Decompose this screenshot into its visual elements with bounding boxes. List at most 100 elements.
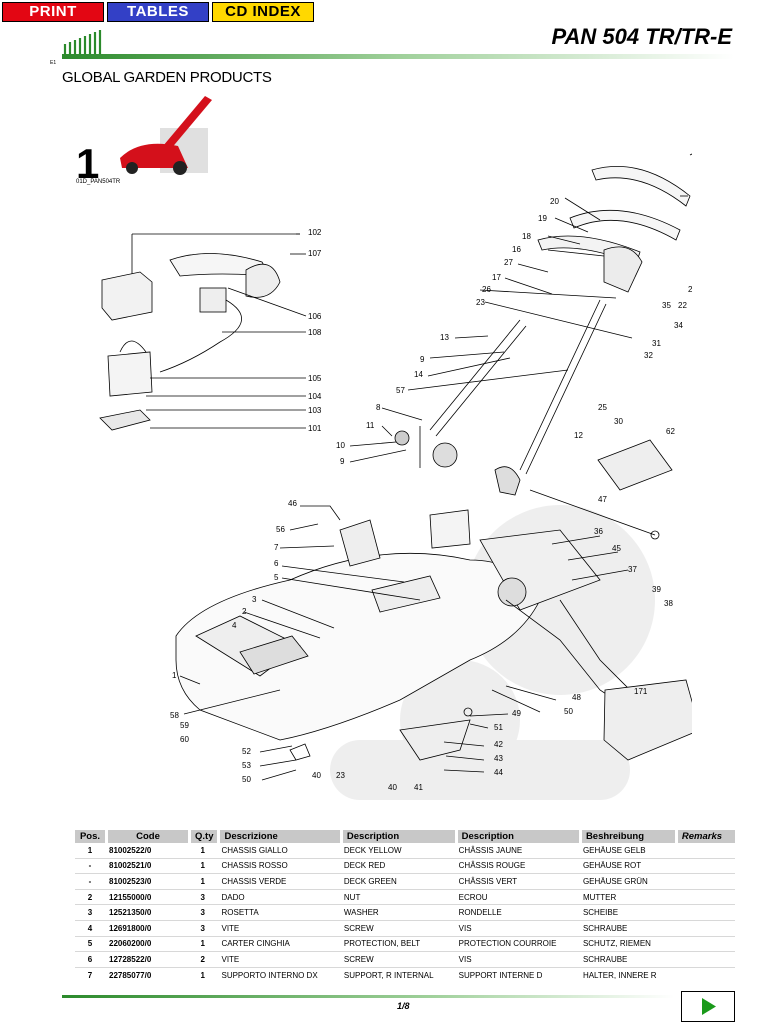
figure-code: 01D_PAN504TR — [76, 179, 121, 185]
svg-text:26: 26 — [482, 285, 491, 294]
mower-thumbnail-icon — [120, 96, 212, 175]
svg-text:50: 50 — [242, 775, 251, 784]
cell-description-fr: CHÂSSIS ROUGE — [454, 857, 579, 874]
svg-text:23: 23 — [476, 298, 485, 307]
figure-number: 1 — [76, 140, 100, 187]
tables-button[interactable]: TABLES — [107, 2, 209, 22]
cell-qty: 3 — [188, 888, 218, 905]
cell-descrizione: DADO — [217, 888, 340, 905]
cell-remarks — [674, 935, 735, 952]
cell-code: 12691800/0 — [105, 919, 188, 936]
svg-text:19: 19 — [538, 214, 547, 223]
cell-qty: 3 — [188, 904, 218, 920]
svg-text:49: 49 — [512, 709, 521, 718]
svg-text:12: 12 — [574, 431, 583, 440]
cell-qty: 1 — [188, 966, 218, 983]
cell-pos: 7 — [75, 966, 105, 983]
svg-text:103: 103 — [308, 406, 322, 415]
svg-text:41: 41 — [414, 783, 423, 792]
cell-pos: 3 — [75, 904, 105, 920]
svg-text:1: 1 — [172, 671, 177, 680]
svg-text:104: 104 — [308, 392, 322, 401]
cell-qty: 1 — [200, 845, 205, 855]
cell-remarks — [675, 843, 735, 858]
cell-description-en: SUPPORT, R INTERNAL — [339, 966, 455, 983]
svg-text:17: 17 — [492, 273, 501, 282]
svg-text:62: 62 — [666, 427, 675, 436]
svg-text:30: 30 — [614, 417, 623, 426]
svg-text:171: 171 — [634, 687, 648, 696]
cell-description-fr: CHÂSSIS VERT — [454, 873, 579, 889]
cell-code: 12521350/0 — [105, 904, 188, 920]
cell-description-fr: CHÂSSIS JAUNE — [458, 845, 523, 855]
table-row: 6 12728522/0 2 VITE SCREW VIS SCHRAUBE — [75, 951, 735, 967]
table-row: 7 22785077/0 1 SUPPORTO INTERNO DX SUPPO… — [75, 966, 735, 983]
cell-qty: 1 — [188, 857, 218, 874]
cell-descrizione: CHASSIS ROSSO — [217, 857, 340, 874]
svg-text:34: 34 — [674, 321, 683, 330]
cd-index-button[interactable]: CD INDEX — [212, 2, 314, 22]
cell-descrizione: VITE — [217, 919, 340, 936]
cell-qty: 1 — [188, 873, 218, 889]
svg-text:6: 6 — [274, 559, 279, 568]
print-button[interactable]: PRINT — [2, 2, 104, 22]
cell-descrizione: CHASSIS VERDE — [217, 873, 340, 889]
col-pos: Pos. — [75, 830, 105, 843]
svg-text:11: 11 — [366, 421, 375, 430]
cell-descrizione: VITE — [217, 951, 340, 967]
cell-remarks — [674, 966, 735, 983]
cell-beshreibung: SCHRAUBE — [578, 951, 675, 967]
svg-text:16: 16 — [512, 245, 521, 254]
cell-descrizione: SUPPORTO INTERNO DX — [217, 966, 340, 983]
svg-text:105: 105 — [308, 374, 322, 383]
cell-beshreibung: GEHÄUSE GELB — [582, 845, 646, 855]
table-header-row: Pos. Code Q.ty Descrizione Description D… — [75, 830, 735, 843]
cell-pos: 5 — [75, 935, 105, 952]
col-descrizione: Descrizione — [217, 830, 340, 843]
svg-text:58: 58 — [170, 711, 179, 720]
cell-code: 81002521/0 — [105, 857, 188, 874]
cell-beshreibung: MUTTER — [578, 888, 675, 905]
cell-pos: 2 — [75, 888, 105, 905]
cell-beshreibung: SCHRAUBE — [578, 919, 675, 936]
cell-beshreibung: SCHEIBE — [578, 904, 675, 920]
cell-remarks — [674, 919, 735, 936]
table-row: 1 81002522/0 1 CHASSIS GIALLO DECK YELLO… — [75, 843, 735, 858]
cell-description-fr: RONDELLE — [454, 904, 579, 920]
cell-description-en: SCREW — [339, 951, 455, 967]
svg-text:22: 22 — [678, 301, 687, 310]
svg-text:43: 43 — [494, 754, 503, 763]
col-beshreibung: Beshreibung — [578, 830, 675, 843]
svg-text:45: 45 — [612, 544, 621, 553]
cell-pos: 6 — [75, 951, 105, 967]
svg-text:35: 35 — [662, 301, 671, 310]
cell-pos: 1 — [87, 845, 93, 855]
next-page-button[interactable] — [681, 991, 735, 1022]
col-qty: Q.ty — [188, 830, 218, 843]
cell-description-fr: PROTECTION COURROIE — [454, 935, 579, 952]
cell-code: 81002523/0 — [105, 873, 188, 889]
cell-description-en: NUT — [339, 888, 455, 905]
table-row: - 81002521/0 1 CHASSIS ROSSO DECK RED CH… — [75, 857, 735, 874]
cell-descrizione: ROSETTA — [217, 904, 340, 920]
model-title: PAN 504 TR/TR-E — [551, 24, 732, 49]
svg-text:106: 106 — [308, 312, 322, 321]
svg-text:53: 53 — [242, 761, 251, 770]
table-row: 3 12521350/0 3 ROSETTA WASHER RONDELLE S… — [75, 904, 735, 920]
col-description-en: Description — [339, 830, 455, 843]
brand-bar — [62, 54, 734, 59]
svg-text:59: 59 — [180, 721, 189, 730]
cell-beshreibung: SCHUTZ, RIEMEN — [578, 935, 675, 952]
svg-text:48: 48 — [572, 693, 581, 702]
cell-remarks — [674, 904, 735, 920]
svg-text:18: 18 — [522, 232, 531, 241]
svg-text:36: 36 — [594, 527, 603, 536]
cell-pos: - — [75, 857, 105, 874]
cell-remarks — [674, 857, 735, 874]
logo-mark: E1 — [50, 60, 57, 66]
cell-description-fr: VIS — [454, 951, 579, 967]
cell-description-en: WASHER — [339, 904, 455, 920]
svg-text:7: 7 — [274, 543, 279, 552]
svg-text:107: 107 — [308, 249, 322, 258]
